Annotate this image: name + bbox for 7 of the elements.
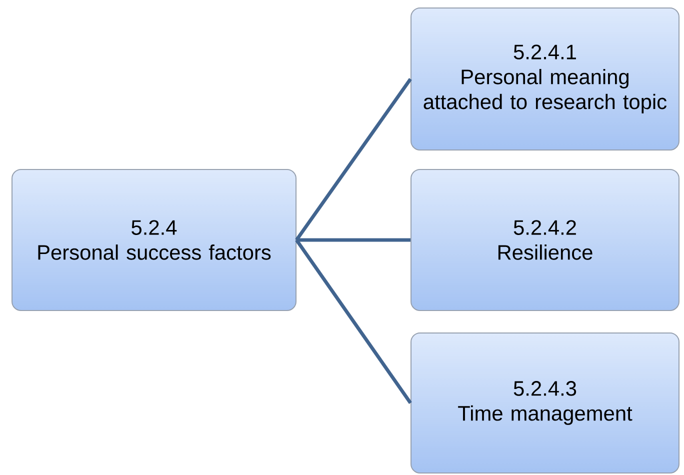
process-box: 5.2.4.3 Time management	[410, 332, 680, 474]
process-box: 5.2.4.1 Personal meaning attached to research topic	[410, 8, 680, 150]
connector-line	[296, 238, 410, 242]
process-box: 5.2.4 Personal success factors	[12, 168, 296, 311]
connector-line	[295, 238, 412, 404]
process-box: 5.2.4.2 Resilience	[410, 168, 680, 311]
connector-line	[295, 78, 412, 241]
